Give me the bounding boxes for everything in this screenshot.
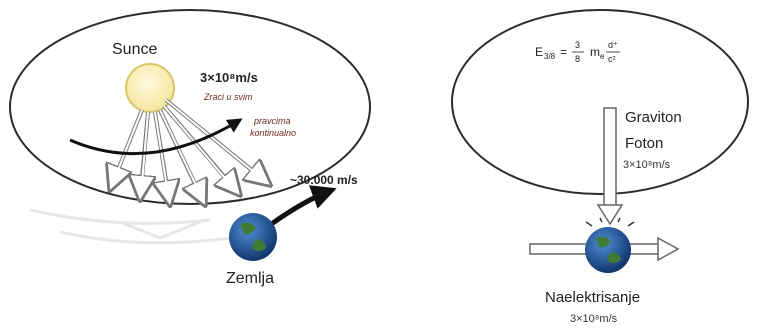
field-ellipse bbox=[451, 9, 749, 195]
right-panel: E 3/8 = 3 8 m e d⁺ c² Graviton Foton 3×1… bbox=[451, 9, 749, 325]
earth-label: Zemlja bbox=[226, 270, 274, 287]
svg-text:c²: c² bbox=[608, 54, 616, 64]
sun-label: Sunce bbox=[112, 41, 157, 58]
ray-note-line2: pravcima bbox=[253, 116, 291, 126]
light-speed-label: 3×10⁸m/s bbox=[200, 70, 258, 85]
ray-note-line3: kontinualno bbox=[250, 128, 296, 138]
charge-label: Naelektrisanje bbox=[545, 289, 640, 306]
foton-label: Foton bbox=[625, 135, 663, 152]
graviton-arrow bbox=[596, 107, 624, 226]
earth-icon bbox=[229, 213, 277, 261]
earth-velocity-arrow bbox=[268, 185, 337, 228]
sun-icon bbox=[125, 63, 175, 113]
svg-text:E: E bbox=[535, 45, 543, 59]
energy-formula: E 3/8 = 3 8 m e d⁺ c² bbox=[535, 40, 620, 64]
svg-text:m: m bbox=[590, 45, 600, 59]
svg-text:=: = bbox=[560, 45, 567, 59]
graviton-speed-label: 3×10⁸m/s bbox=[623, 159, 671, 171]
impact-marks bbox=[585, 217, 635, 227]
graviton-label: Graviton bbox=[625, 109, 682, 126]
ray-note-line1: Zraci u svim bbox=[203, 92, 253, 102]
svg-text:3: 3 bbox=[575, 40, 580, 50]
svg-text:3/8: 3/8 bbox=[544, 52, 556, 61]
svg-text:8: 8 bbox=[575, 54, 580, 64]
charge-speed-label: 3×10⁸m/s bbox=[570, 313, 618, 325]
rotation-arrow bbox=[69, 118, 243, 156]
earth-speed-label: ~30.000 m/s bbox=[290, 173, 358, 187]
svg-text:d⁺: d⁺ bbox=[608, 40, 618, 50]
left-panel: Sunce 3×10⁸m/s Zraci u svim pravcima kon… bbox=[9, 9, 371, 287]
sun-rays-inner bbox=[111, 99, 266, 201]
earth-icon bbox=[585, 227, 631, 273]
ghost-rays bbox=[29, 208, 231, 245]
svg-text:e: e bbox=[600, 52, 605, 61]
